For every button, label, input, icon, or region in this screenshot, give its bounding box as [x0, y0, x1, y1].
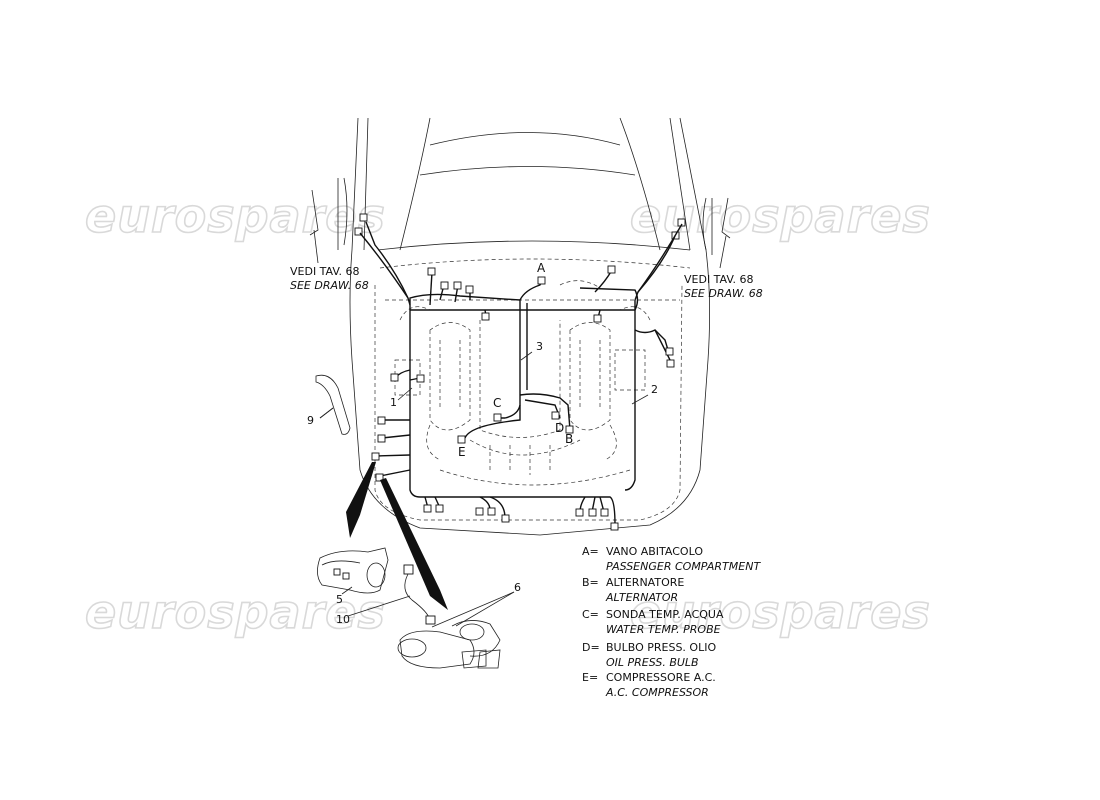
part-number-9: 9 — [307, 414, 314, 427]
legend-english-e: A.C. COMPRESSOR — [605, 686, 709, 699]
car-body-outline — [349, 117, 710, 536]
main-harness — [359, 221, 683, 526]
legend-english-d: OIL PRESS. BULB — [606, 656, 699, 669]
legend-english-c: WATER TEMP. PROBE — [606, 623, 721, 636]
legend-italian-c: SONDA TEMP. ACQUA — [606, 608, 724, 621]
see-right-italian: VEDI TAV. 68 — [684, 273, 753, 286]
part-9-strap — [315, 374, 351, 435]
see-left-english: SEE DRAW. 68 — [290, 279, 369, 292]
watermark-bottom-left: eurospares — [85, 585, 386, 639]
legend-english-b: ALTERNATOR — [605, 591, 678, 604]
point-letter-d: D — [555, 421, 564, 435]
legend-item-a: A= VANO ABITACOLO PASSENGER COMPARTMENT — [582, 545, 761, 573]
legend-italian-a: VANO ABITACOLO — [606, 545, 703, 558]
part-10-wire — [403, 564, 436, 625]
point-letter-e: E — [458, 445, 466, 459]
part-number-1: 1 — [390, 396, 397, 409]
legend-italian-e: COMPRESSORE A.C. — [606, 671, 716, 684]
legend-item-e: E= COMPRESSORE A.C. A.C. COMPRESSOR — [582, 671, 716, 699]
leader-lines — [313, 229, 727, 628]
point-letter-b: B — [565, 432, 573, 446]
part-5-sensor — [317, 547, 389, 594]
legend-key-a: A= — [582, 545, 599, 558]
see-drawing-callouts: VEDI TAV. 68 SEE DRAW. 68 VEDI TAV. 68 S… — [290, 265, 763, 300]
see-right-english: SEE DRAW. 68 — [684, 287, 763, 300]
watermark-top-right: eurospares — [630, 189, 931, 243]
watermark-top-left: eurospares — [85, 189, 386, 243]
part-number-5: 5 — [336, 593, 343, 606]
legend-item-c: C= SONDA TEMP. ACQUA WATER TEMP. PROBE — [582, 608, 724, 636]
part-number-2: 2 — [651, 383, 658, 396]
point-letter-c: C — [493, 396, 501, 410]
legend-key-d: D= — [582, 641, 600, 654]
legend-item-b: B= ALTERNATORE ALTERNATOR — [582, 576, 684, 604]
harness-connectors — [371, 265, 675, 531]
legend-key-e: E= — [582, 671, 598, 684]
watermark-bottom-right: eurospares — [630, 585, 931, 639]
part-number-3: 3 — [536, 340, 543, 353]
part-number-labels: 1 2 3 5 6 9 10 — [307, 340, 658, 626]
legend-italian-b: ALTERNATORE — [606, 576, 684, 589]
legend-english-a: PASSENGER COMPARTMENT — [606, 560, 761, 573]
part-number-10: 10 — [336, 613, 350, 626]
part-6-horns — [397, 620, 501, 669]
legend-item-d: D= BULBO PRESS. OLIO OIL PRESS. BULB — [582, 641, 716, 669]
point-letter-a: A — [537, 261, 546, 275]
point-letter-labels: A B C D E — [458, 261, 573, 459]
legend-key-c: C= — [582, 608, 599, 621]
legend: A= VANO ABITACOLO PASSENGER COMPARTMENT … — [582, 545, 761, 699]
detail-arrows — [346, 462, 448, 610]
mirror-left — [309, 177, 368, 250]
see-left-italian: VEDI TAV. 68 — [290, 265, 359, 278]
legend-key-b: B= — [582, 576, 599, 589]
part-number-6: 6 — [514, 581, 521, 594]
legend-italian-d: BULBO PRESS. OLIO — [606, 641, 716, 654]
watermark-group: eurospares eurospares eurospares eurospa… — [84, 188, 931, 640]
